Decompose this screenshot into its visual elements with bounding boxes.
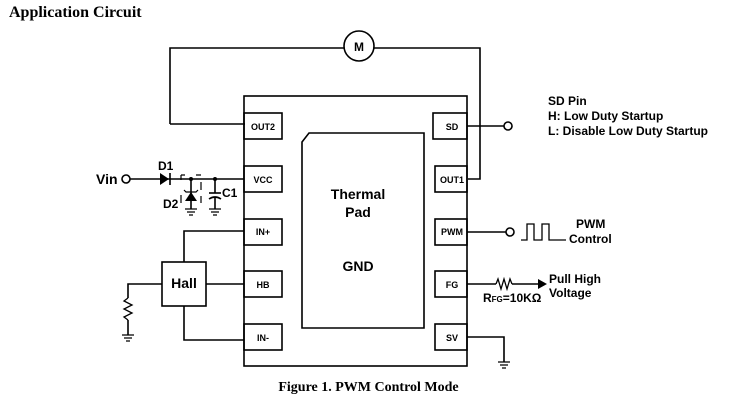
hall-label: Hall xyxy=(171,275,197,291)
thermal-pad-label-2: Pad xyxy=(345,204,371,220)
thermal-pad-label-1: Thermal xyxy=(331,186,385,202)
rfg-label: RFG=10KΩ xyxy=(483,291,542,305)
pin-in-plus-label: IN+ xyxy=(256,227,270,237)
zener-d2-icon xyxy=(185,192,197,201)
thermal-pad xyxy=(301,132,425,329)
section-heading: Application Circuit xyxy=(9,4,142,21)
resistor-rfg-icon xyxy=(495,276,513,292)
d2-label: D2 xyxy=(163,197,179,211)
sd-terminal-icon xyxy=(503,121,513,131)
vin-terminal-icon xyxy=(121,174,131,184)
pin-sv-label: SV xyxy=(446,333,458,343)
ground-icon xyxy=(122,334,134,342)
vin-label: Vin xyxy=(96,171,118,187)
ground-icon xyxy=(185,208,197,216)
motor-label: M xyxy=(354,40,364,54)
diode-d1-icon xyxy=(160,173,169,185)
sd-note-low: L: Disable Low Duty Startup xyxy=(548,124,708,138)
fg-note-line2: Voltage xyxy=(549,286,592,300)
pwm-waveform-icon xyxy=(521,223,566,241)
ground-icon xyxy=(209,208,221,216)
pin-in-minus xyxy=(243,323,283,351)
right-pins: SD OUT1 PWM FG SV xyxy=(432,112,468,351)
c1-label: C1 xyxy=(222,186,238,200)
pwm-note-line2: Control xyxy=(569,232,612,246)
d1-label: D1 xyxy=(158,159,174,173)
sd-note-high: H: Low Duty Startup xyxy=(548,109,663,123)
thermal-pad-gnd-label: GND xyxy=(342,258,373,274)
ground-icon xyxy=(498,361,510,369)
arrow-right-icon xyxy=(538,279,547,289)
pin-out1-label: OUT1 xyxy=(440,175,464,185)
pin-fg-label: FG xyxy=(446,280,459,290)
motor-icon xyxy=(343,30,375,62)
sd-note-title: SD Pin xyxy=(548,94,587,108)
pin-hb-label: HB xyxy=(257,280,270,290)
motor-symbol: M xyxy=(343,30,375,62)
left-pins: OUT2 VCC IN+ HB IN- xyxy=(243,112,283,351)
pin-in-minus-label: IN- xyxy=(257,333,269,343)
motor-loop xyxy=(169,47,481,180)
pwm-note-line1: PWM xyxy=(576,217,605,231)
pin-out2-label: OUT2 xyxy=(251,122,275,132)
pwm-terminal-icon xyxy=(505,227,515,237)
pin-out2 xyxy=(243,112,283,140)
figure-caption: Figure 1. PWM Control Mode xyxy=(278,380,459,395)
pin-pwm-label: PWM xyxy=(441,227,463,237)
pin-sd-label: SD xyxy=(446,122,459,132)
pin-out1 xyxy=(434,165,468,193)
fg-note-line1: Pull High xyxy=(549,272,601,286)
resistor-icon xyxy=(122,297,134,321)
pin-vcc-label: VCC xyxy=(253,175,273,185)
pin-in-plus xyxy=(243,218,283,246)
